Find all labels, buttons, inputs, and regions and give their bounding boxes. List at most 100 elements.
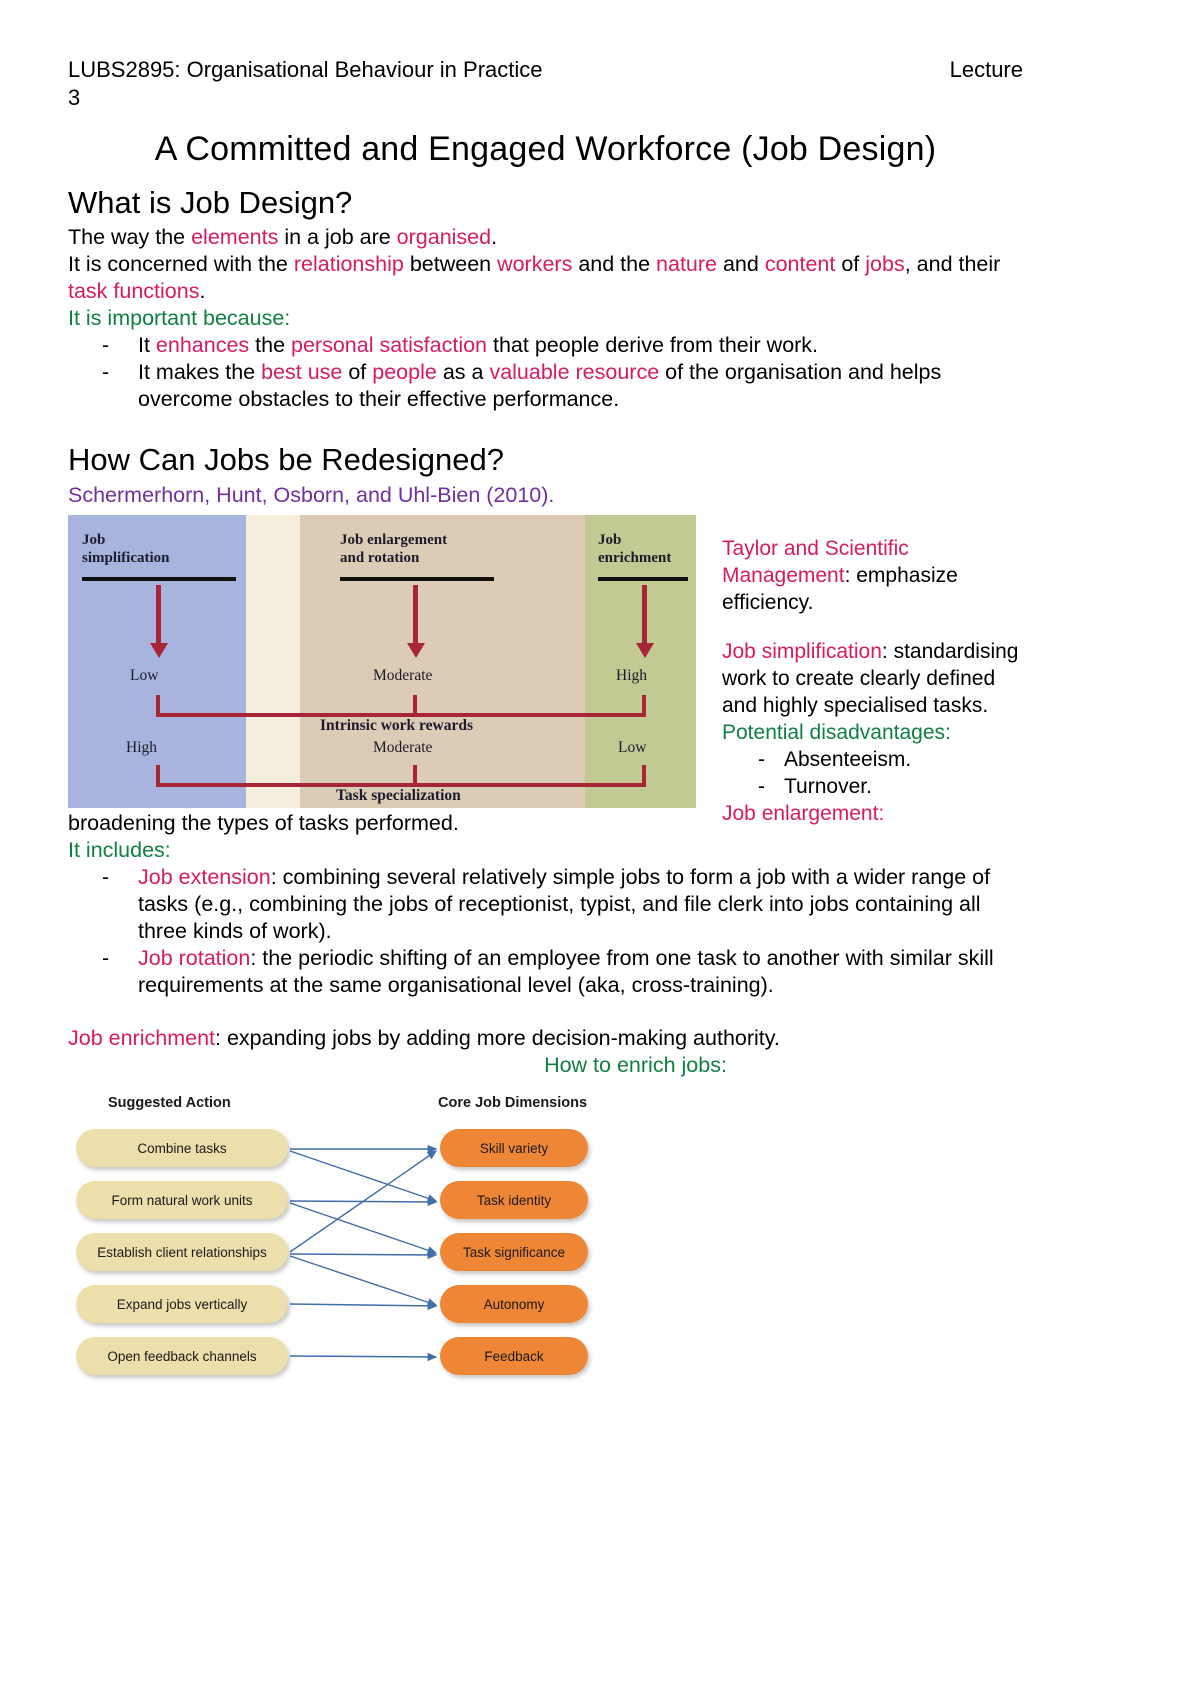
text-fragment: and the xyxy=(572,252,657,276)
text-fragment: between xyxy=(403,252,498,276)
note-job-enlargement: Job enlargement: xyxy=(722,800,1024,827)
fig1-intrinsic-caption: Intrinsic work rewards xyxy=(320,717,473,734)
bullet-dash: - xyxy=(102,360,110,384)
term-organised: organised xyxy=(396,225,492,249)
bullet-dash: - xyxy=(102,865,110,889)
fig1-col2-rule xyxy=(340,577,494,581)
fig2-heading-suggested-action: Suggested Action xyxy=(108,1095,231,1111)
text-fragment: : xyxy=(878,802,885,825)
fig1-col2-title-line2: and rotation xyxy=(340,550,420,566)
list-item: -Job extension: combining several relati… xyxy=(68,864,1023,945)
fig1-col2-intrinsic-level: Moderate xyxy=(373,667,433,684)
text-fragment: : emphasize efficiency. xyxy=(722,564,958,614)
list-item: -Turnover. xyxy=(722,773,1024,800)
list-item: -It enhances the personal satisfaction t… xyxy=(68,332,1023,359)
job-design-definition-line-1: The way the elements in a job are organi… xyxy=(68,224,1023,251)
term-personal-satisfaction: personal satisfaction xyxy=(291,333,488,357)
page-title: A Committed and Engaged Workforce (Job D… xyxy=(154,130,937,168)
text-fragment: . xyxy=(491,225,498,249)
text-fragment: as a xyxy=(436,360,490,384)
enlargement-continuation: broadening the types of tasks performed. xyxy=(68,811,459,835)
text-fragment: that people derive from their work. xyxy=(487,333,819,357)
fig2-action-box: Expand jobs vertically xyxy=(76,1285,288,1323)
figure-job-redesign-continuum-wrap: Job simplification Low High Job enlargem… xyxy=(68,515,1023,825)
label-how-to-enrich-jobs: How to enrich jobs: xyxy=(544,1053,727,1077)
text-fragment: of xyxy=(835,252,866,276)
heading-what-is-job-design: What is Job Design? xyxy=(68,185,353,220)
label-potential-disadvantages: Potential disadvantages: xyxy=(722,721,951,744)
term-task-functions: task functions xyxy=(68,279,200,303)
fig1-task-tick-left xyxy=(156,765,160,785)
fig1-task-caption: Task specialization xyxy=(336,787,461,804)
text-fragment: : combining several relatively simple jo… xyxy=(138,865,991,943)
band-job-enlargement xyxy=(300,515,585,808)
fig2-action-box: Form natural work units xyxy=(76,1181,288,1219)
term-content: content xyxy=(764,252,836,276)
fig1-task-tick-mid xyxy=(413,765,417,785)
list-item: -Job rotation: the periodic shifting of … xyxy=(68,945,1023,999)
term-relationship: relationship xyxy=(293,252,404,276)
fig2-dimension-box: Feedback xyxy=(440,1337,588,1375)
term-job-simplification: Job simplification xyxy=(722,640,882,663)
fig1-col3-arrow-head xyxy=(636,643,654,658)
side-notes-column: Taylor and Scientific Management: emphas… xyxy=(722,535,1024,827)
text-fragment: It is concerned with the xyxy=(68,252,294,276)
bullet-dash: - xyxy=(758,748,765,771)
fig2-dimension-box: Skill variety xyxy=(440,1129,588,1167)
fig1-task-bracket xyxy=(156,783,646,787)
list-item: -It makes the best use of people as a va… xyxy=(68,359,1023,413)
fig1-task-tick-right xyxy=(642,765,646,785)
fig1-col1-title-line1: Job xyxy=(82,532,106,548)
text-fragment: and xyxy=(717,252,765,276)
fig1-intrinsic-tick-mid xyxy=(413,695,417,715)
text-fragment: It xyxy=(138,333,156,357)
job-design-benefits-list: -It enhances the personal satisfaction t… xyxy=(68,332,1023,413)
disadvantages-list: -Absenteeism. -Turnover. xyxy=(722,746,1024,800)
fig1-col3-title: Job enrichment xyxy=(598,531,671,567)
spacer xyxy=(68,999,1023,1025)
fig2-heading-core-job-dimensions: Core Job Dimensions xyxy=(438,1095,588,1111)
term-nature: nature xyxy=(656,252,717,276)
term-taylor-scientific-management: Taylor and Scientific Management xyxy=(722,537,909,587)
fig1-col1-title-line2: simplification xyxy=(82,550,170,566)
text-fragment: the xyxy=(249,333,292,357)
fig1-col2-arrow-head xyxy=(407,643,425,658)
text-fragment: of xyxy=(342,360,373,384)
fig2-dimension-box: Autonomy xyxy=(440,1285,588,1323)
lecture-label: Lecture xyxy=(949,57,1023,82)
fig1-col1-rule xyxy=(82,577,236,581)
term-job-rotation: Job rotation xyxy=(138,946,251,970)
page-content: LUBS2895: Organisational Behaviour in Pr… xyxy=(68,56,1023,1379)
term-job-enlargement: Job enlargement xyxy=(722,802,879,825)
bullet-dash: - xyxy=(102,333,110,357)
text-fragment: It makes the xyxy=(138,360,262,384)
fig1-col1-intrinsic-level: Low xyxy=(130,667,159,684)
fig2-dimension-box: Task identity xyxy=(440,1181,588,1219)
text-fragment: , and their xyxy=(904,252,1001,276)
disadvantage-turnover: Turnover. xyxy=(784,775,872,798)
fig2-action-box: Establish client relationships xyxy=(76,1233,288,1271)
heading-how-can-jobs-be-redesigned: How Can Jobs be Redesigned? xyxy=(68,442,504,477)
bullet-dash: - xyxy=(758,775,765,798)
fig1-intrinsic-tick-left xyxy=(156,695,160,715)
important-because-label: It is important because: xyxy=(68,306,291,330)
fig2-action-box: Open feedback channels xyxy=(76,1337,288,1375)
text-fragment: : expanding jobs by adding more decision… xyxy=(215,1026,780,1050)
term-people: people xyxy=(372,360,437,384)
bullet-dash: - xyxy=(102,946,110,970)
text-fragment: in a job are xyxy=(278,225,397,249)
fig2-dimension-box: Task significance xyxy=(440,1233,588,1271)
fig2-action-box: Combine tasks xyxy=(76,1129,288,1167)
text-fragment: of the organisation and helps overcome o… xyxy=(138,360,942,411)
term-valuable-resource: valuable resource xyxy=(489,360,660,384)
text-fragment: . xyxy=(199,279,206,303)
fig1-col3-title-line2: enrichment xyxy=(598,550,672,566)
text-fragment: : standardising work to create clearly d… xyxy=(722,640,1019,717)
course-code-title: LUBS2895: Organisational Behaviour in Pr… xyxy=(68,57,543,82)
term-job-enrichment: Job enrichment xyxy=(68,1026,215,1050)
figure-job-characteristics-model: Suggested Action Core Job Dimensions xyxy=(68,1089,628,1379)
text-fragment: The way the xyxy=(68,225,192,249)
running-header: LUBS2895: Organisational Behaviour in Pr… xyxy=(68,56,1023,112)
job-enrichment-definition: Job enrichment: expanding jobs by adding… xyxy=(68,1025,1023,1052)
